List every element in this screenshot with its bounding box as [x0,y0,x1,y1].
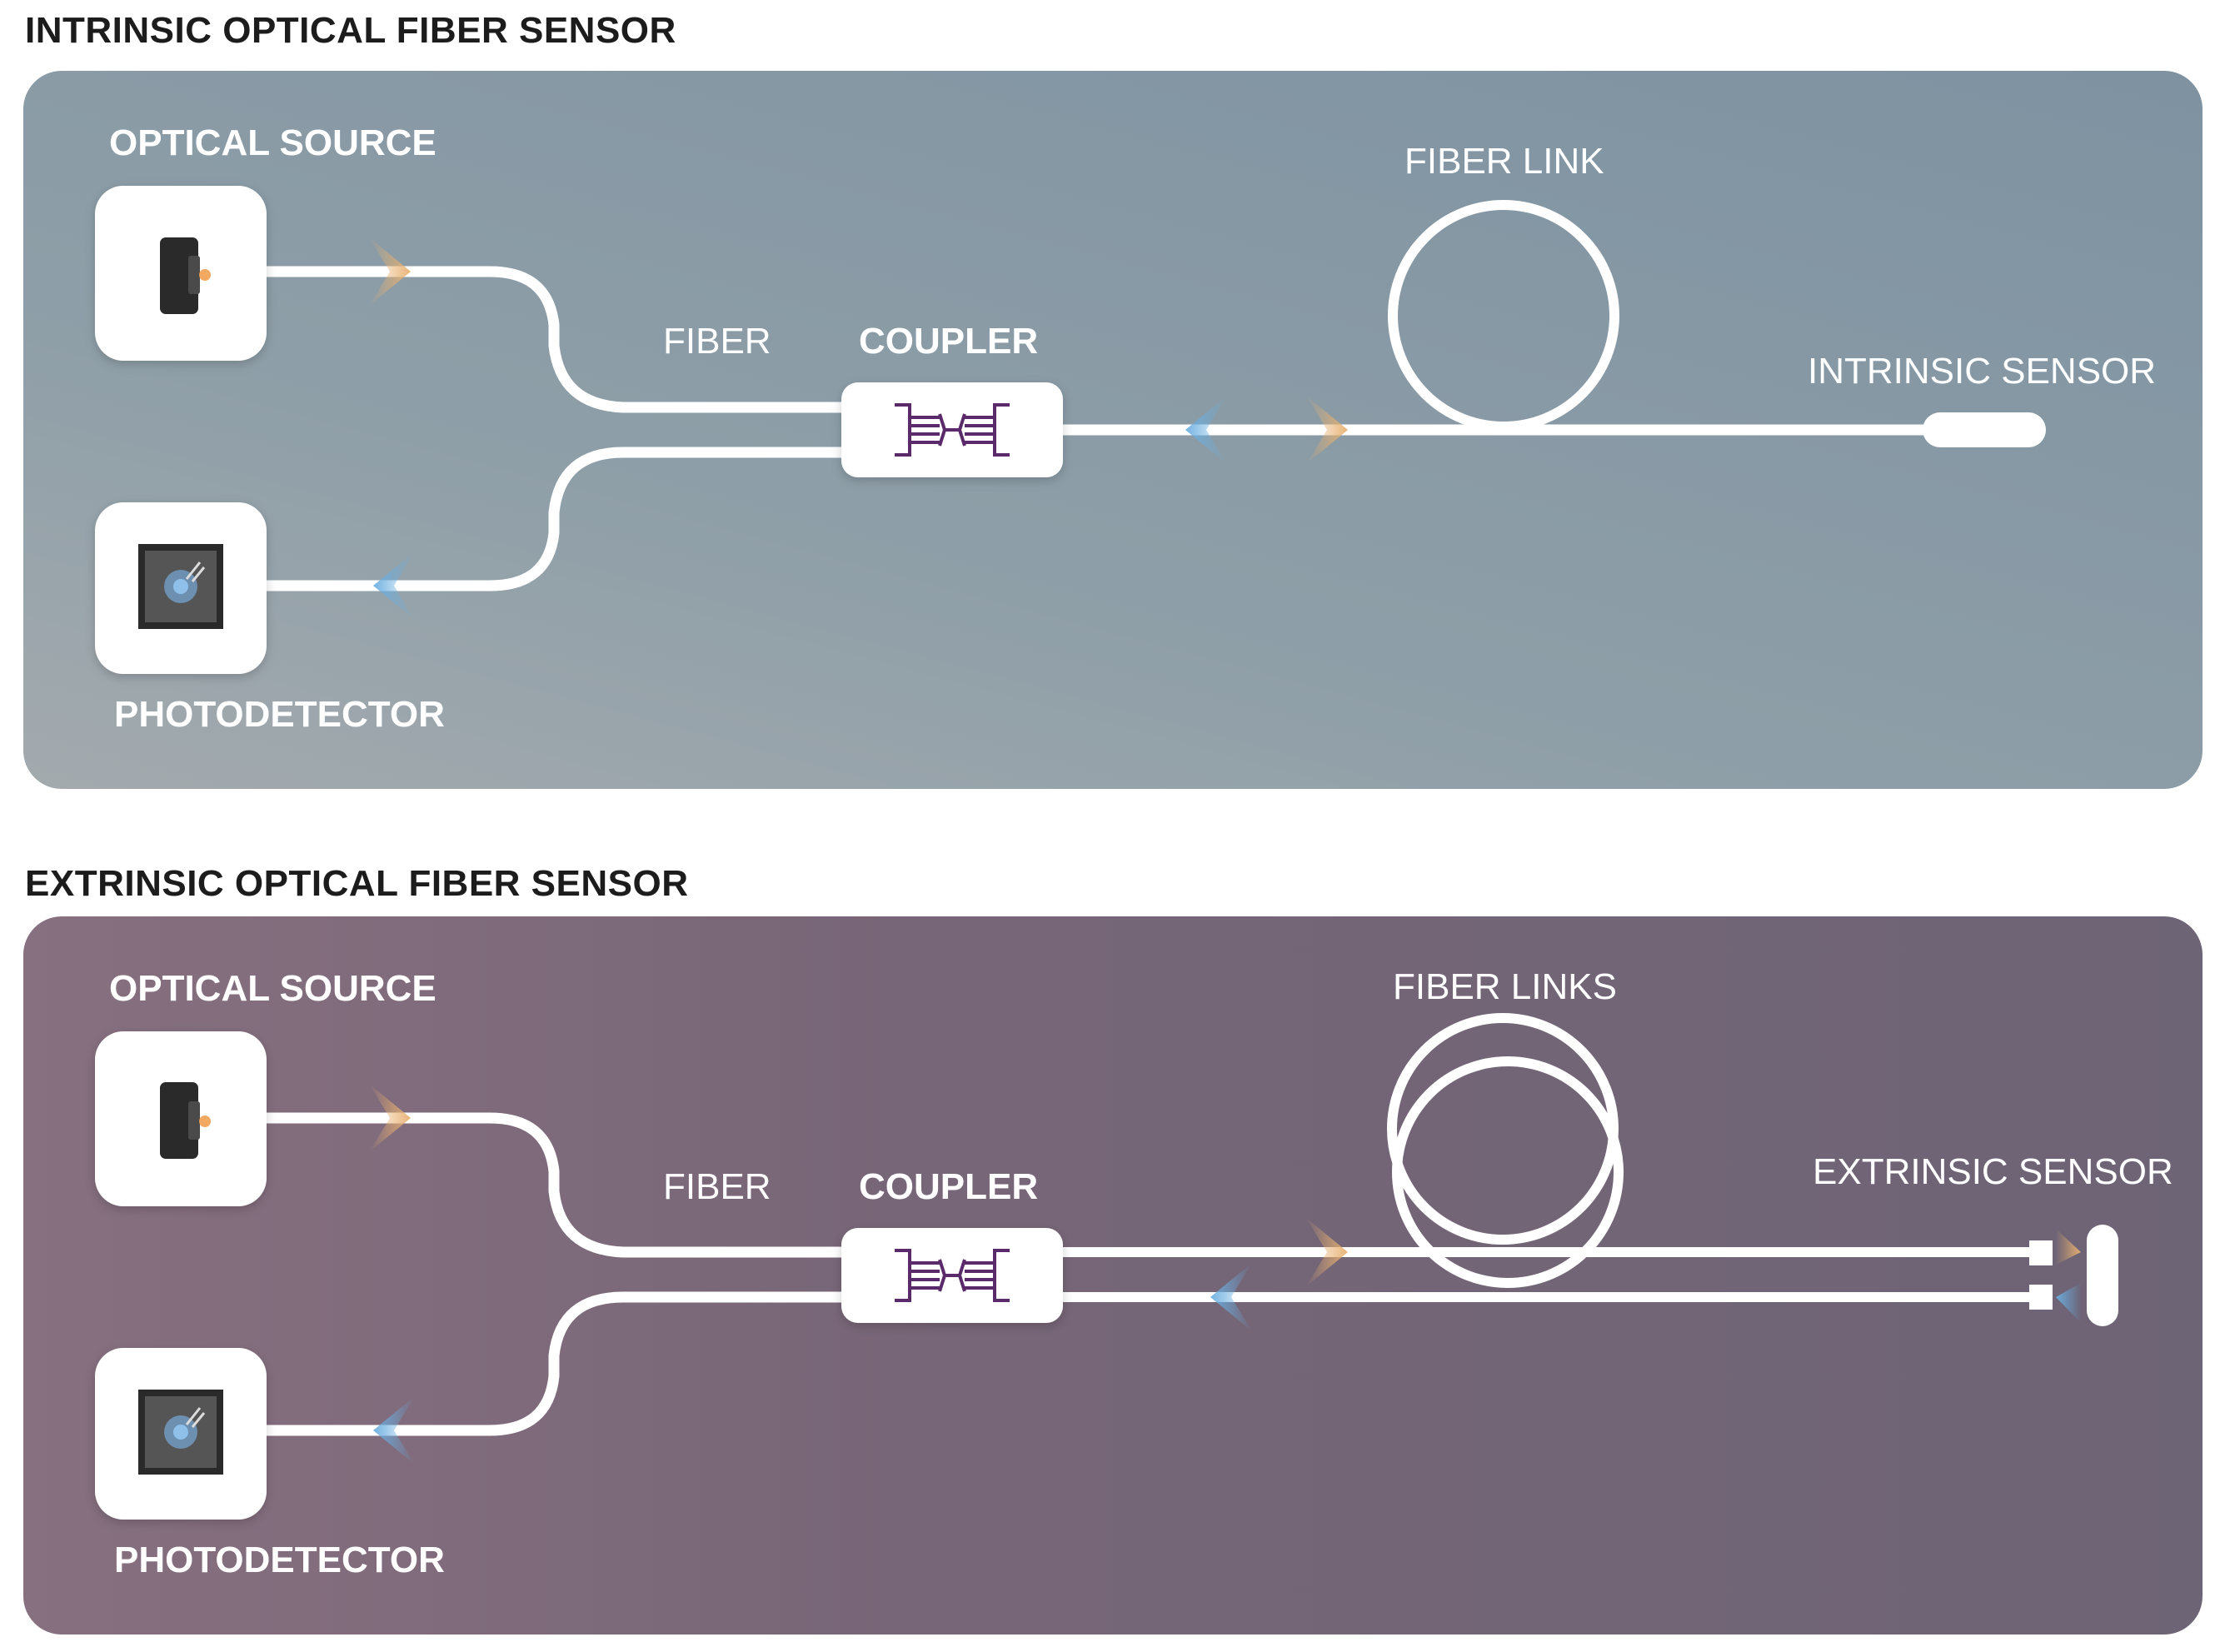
fiber-end-connector [2029,1240,2053,1265]
fiber-link-coil [1388,200,1619,432]
return-light-arrow [373,1396,415,1465]
fiber-label: FIBER [663,1166,771,1207]
optical-source-box [95,1031,267,1206]
photodiode-icon [138,544,223,629]
fiber-coupler-icon [895,403,1010,457]
forward-light-arrow [369,1084,411,1152]
coupler-label: COUPLER [859,1166,1039,1207]
photodetector-box [95,1348,267,1520]
fiber-label: FIBER [663,321,771,362]
extrinsic-sensor-label: EXTRINSIC SENSOR [1813,1151,2173,1192]
forward-light-arrow [2056,1229,2081,1265]
coupler-box [841,1228,1063,1323]
return-light-arrow [1185,396,1227,464]
laser-emitter-icon [160,1082,211,1159]
detector-fiber [259,447,854,591]
fiber-end-connector [2029,1285,2053,1310]
optical-source-label: OPTICAL SOURCE [109,122,437,163]
intrinsic-diagram [95,186,2046,674]
forward-light-arrow [1306,396,1348,464]
photodetector-box [95,502,267,674]
forward-light-arrow [1306,1218,1348,1286]
fiber-coupler-icon [895,1249,1010,1302]
detector-fiber [259,1291,854,1436]
extrinsic-diagram [95,1013,2118,1520]
intrinsic-sensor-label: INTRINSIC SENSOR [1808,351,2157,392]
fiber-link-coil [1392,1056,1624,1288]
source-fiber [259,1112,854,1258]
source-fiber [259,266,854,413]
fiber-links-label: FIBER LINKS [1393,966,1617,1007]
photodiode-icon [138,1390,223,1475]
extrinsic-diagram-panel: OPTICAL SOURCE PHOTODETECTOR FIBER COUPL… [23,916,2203,1635]
return-light-arrow [373,551,415,620]
return-light-arrow [2056,1283,2081,1323]
laser-emitter-icon [160,237,211,314]
optical-source-box [95,186,267,361]
extrinsic-sensor-element [2087,1225,2118,1326]
fiber-link-label: FIBER LINK [1404,141,1604,182]
intrinsic-sensor-element [1923,412,2046,447]
intrinsic-section-title: INTRINSIC OPTICAL FIBER SENSOR [25,10,676,51]
fiber-link-coil [1387,1013,1619,1245]
optical-source-label: OPTICAL SOURCE [109,968,437,1009]
coupler-label: COUPLER [859,321,1039,362]
extrinsic-section-title: EXTRINSIC OPTICAL FIBER SENSOR [25,863,689,904]
intrinsic-diagram-panel: OPTICAL SOURCE PHOTODETECTOR FIBER COUPL… [23,71,2203,789]
photodetector-label: PHOTODETECTOR [114,694,445,735]
coupler-box [841,382,1063,477]
return-light-arrow [1210,1263,1252,1331]
photodetector-label: PHOTODETECTOR [114,1540,445,1580]
forward-light-arrow [369,237,411,306]
